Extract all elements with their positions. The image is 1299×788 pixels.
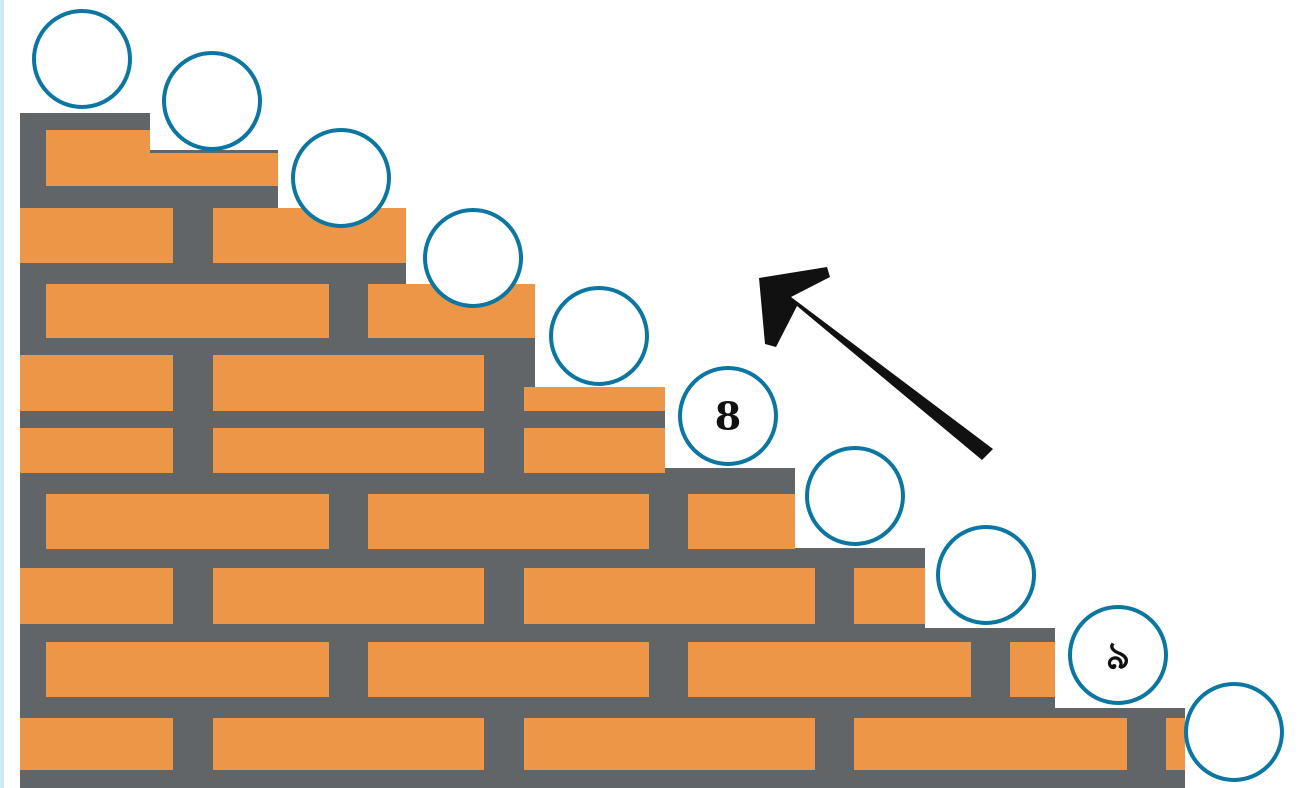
brick bbox=[688, 642, 971, 697]
brick bbox=[213, 355, 484, 411]
brick bbox=[46, 284, 329, 338]
brick bbox=[46, 494, 329, 549]
brick bbox=[524, 428, 665, 473]
answer-circle bbox=[425, 210, 521, 306]
answer-circle bbox=[938, 527, 1034, 623]
answer-circle: 8 bbox=[680, 368, 776, 464]
brick bbox=[213, 718, 484, 770]
answer-circle bbox=[551, 288, 647, 384]
brick bbox=[213, 568, 484, 624]
arrow-up-left-icon bbox=[759, 267, 993, 460]
brick bbox=[524, 718, 815, 770]
brick bbox=[20, 208, 173, 263]
brick bbox=[854, 568, 925, 624]
circle-outline bbox=[1186, 684, 1282, 780]
brick bbox=[688, 494, 795, 549]
circle-label: 8 bbox=[715, 394, 741, 439]
answer-circle bbox=[293, 130, 389, 226]
answer-circle bbox=[1186, 684, 1282, 780]
answer-circle bbox=[807, 448, 903, 544]
brick bbox=[46, 130, 150, 186]
brick bbox=[524, 568, 815, 624]
brick bbox=[150, 153, 278, 186]
answer-circle bbox=[34, 11, 130, 107]
answer-circle: ৯ bbox=[1070, 607, 1166, 703]
brick bbox=[1010, 642, 1055, 697]
circle-outline bbox=[425, 210, 521, 306]
answer-circle bbox=[164, 53, 260, 149]
circle-outline bbox=[551, 288, 647, 384]
brick bbox=[1166, 718, 1185, 770]
circle-outline bbox=[807, 448, 903, 544]
brick bbox=[213, 428, 484, 473]
brick bbox=[854, 718, 1127, 770]
circle-outline bbox=[34, 11, 130, 107]
brick bbox=[20, 355, 173, 411]
brick bbox=[368, 642, 649, 697]
circle-outline bbox=[938, 527, 1034, 623]
brick bbox=[20, 428, 173, 473]
brick bbox=[524, 387, 665, 411]
circle-outline bbox=[293, 130, 389, 226]
brick bbox=[368, 494, 649, 549]
brick bbox=[20, 568, 173, 624]
brick bbox=[46, 642, 329, 697]
circle-outline bbox=[164, 53, 260, 149]
circle-label: ৯ bbox=[1106, 633, 1131, 678]
brick bbox=[20, 718, 173, 770]
